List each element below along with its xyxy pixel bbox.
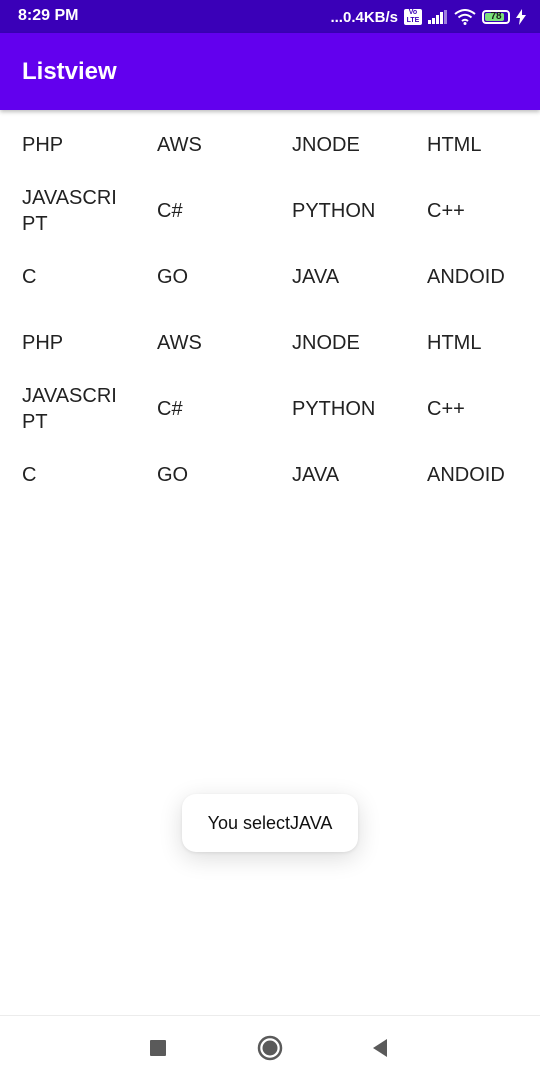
status-bar: 8:29 PM ...0.4KB/s Vo LTE 78 [0, 0, 540, 33]
grid-row: PHP AWS JNODE HTML [0, 310, 540, 376]
grid-item[interactable]: GO [157, 464, 189, 486]
grid-item[interactable]: HTML [427, 134, 482, 156]
back-icon [373, 1039, 387, 1057]
grid-item[interactable]: JAVA [292, 266, 340, 288]
grid-item[interactable]: C++ [427, 398, 465, 420]
grid-item[interactable]: ANDOID [427, 266, 505, 288]
volte-icon: Vo LTE [404, 9, 422, 25]
nav-bar [0, 1015, 540, 1080]
grid-row: C GO JAVA ANDOID [0, 244, 540, 310]
back-button[interactable] [350, 1016, 410, 1080]
grid-item[interactable]: AWS [157, 134, 202, 156]
network-speed: ...0.4KB/s [330, 8, 398, 26]
grid-row: JAVASCRIPT C# PYTHON C++ [0, 178, 540, 244]
grid-item[interactable]: C [22, 464, 37, 486]
home-icon [257, 1035, 283, 1061]
wifi-icon [454, 9, 476, 25]
toast-message: You selectJAVA [182, 794, 358, 852]
grid-item[interactable]: C# [157, 200, 183, 222]
grid-item[interactable]: JAVA [292, 464, 340, 486]
grid-view: PHP AWS JNODE HTML JAVASCRIPT C# PYTHON … [0, 112, 540, 508]
grid-item[interactable]: PYTHON [292, 398, 376, 420]
grid-row: C GO JAVA ANDOID [0, 442, 540, 508]
battery-level: 78 [490, 11, 502, 22]
charging-icon [516, 9, 526, 25]
grid-item[interactable]: PYTHON [292, 200, 376, 222]
recents-button[interactable] [128, 1016, 188, 1080]
grid-item[interactable]: GO [157, 266, 189, 288]
grid-row: JAVASCRIPT C# PYTHON C++ [0, 376, 540, 442]
app-title: Listview [22, 58, 117, 85]
grid-item[interactable]: JAVASCRIPT [22, 385, 117, 433]
grid-item[interactable]: JNODE [292, 332, 360, 354]
grid-item[interactable]: C++ [427, 200, 465, 222]
battery-fill [485, 13, 504, 21]
home-button[interactable] [240, 1016, 300, 1080]
grid-item[interactable]: PHP [22, 134, 64, 156]
grid-item[interactable]: JNODE [292, 134, 360, 156]
status-icons: ...0.4KB/s Vo LTE 78 [330, 6, 526, 28]
grid-item[interactable]: HTML [427, 332, 482, 354]
grid-row: PHP AWS JNODE HTML [0, 112, 540, 178]
signal-icon [428, 10, 447, 24]
grid-item[interactable]: C# [157, 398, 183, 420]
recents-icon [150, 1040, 166, 1056]
grid-item[interactable]: AWS [157, 332, 202, 354]
grid-item[interactable]: PHP [22, 332, 64, 354]
grid-item[interactable]: ANDOID [427, 464, 505, 486]
status-time: 8:29 PM [18, 7, 79, 24]
grid-item[interactable]: C [22, 266, 37, 288]
battery-icon: 78 [482, 10, 510, 24]
app-bar: Listview [0, 33, 540, 110]
grid-item[interactable]: JAVASCRIPT [22, 187, 117, 235]
